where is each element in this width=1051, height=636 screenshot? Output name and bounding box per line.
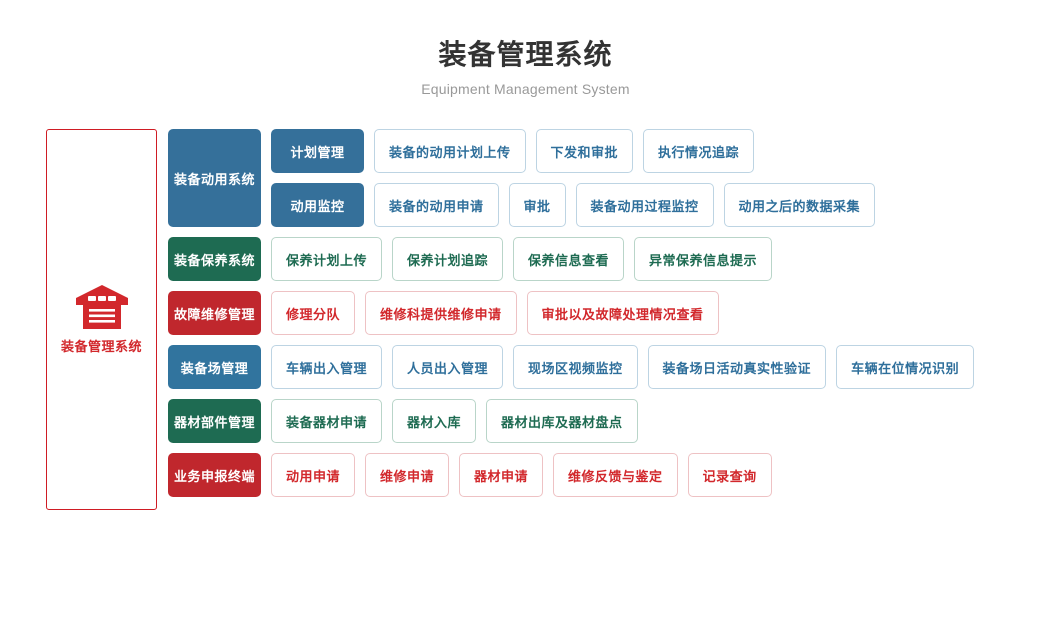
leaf-node[interactable]: 维修申请 bbox=[365, 453, 450, 497]
leaf-node[interactable]: 异常保养信息提示 bbox=[634, 237, 773, 281]
sub-row: 计划管理装备的动用计划上传下发和审批执行情况追踪 bbox=[271, 129, 974, 173]
sub-row: 车辆出入管理人员出入管理现场区视频监控装备场日活动真实性验证车辆在位情况识别 bbox=[271, 345, 975, 389]
leaf-node[interactable]: 保养计划追踪 bbox=[392, 237, 504, 281]
group-row: 装备保养系统保养计划上传保养计划追踪保养信息查看异常保养信息提示 bbox=[168, 237, 974, 281]
leaf-node[interactable]: 装备场日活动真实性验证 bbox=[647, 345, 827, 389]
leaf-node[interactable]: 保养计划上传 bbox=[271, 237, 383, 281]
page-subtitle: Equipment Management System bbox=[421, 81, 630, 97]
sub-row: 装备器材申请器材入库器材出库及器材盘点 bbox=[271, 399, 974, 443]
group-body: 动用申请维修申请器材申请维修反馈与鉴定记录查询 bbox=[271, 453, 974, 497]
group-list: 装备动用系统计划管理装备的动用计划上传下发和审批执行情况追踪动用监控装备的动用申… bbox=[168, 129, 975, 497]
group-head-3[interactable]: 装备场管理 bbox=[168, 345, 261, 389]
leaf-node[interactable]: 审批 bbox=[508, 183, 566, 227]
leaf-node[interactable]: 维修反馈与鉴定 bbox=[553, 453, 678, 497]
leaf-node[interactable]: 装备的动用申请 bbox=[374, 183, 499, 227]
leaf-node[interactable]: 记录查询 bbox=[687, 453, 772, 497]
leaf-node[interactable]: 人员出入管理 bbox=[392, 345, 504, 389]
sub-row: 修理分队维修科提供维修申请审批以及故障处理情况查看 bbox=[271, 291, 974, 335]
group-body: 装备器材申请器材入库器材出库及器材盘点 bbox=[271, 399, 974, 443]
leaf-node[interactable]: 车辆出入管理 bbox=[271, 345, 383, 389]
leaf-node[interactable]: 保养信息查看 bbox=[513, 237, 625, 281]
group-body: 修理分队维修科提供维修申请审批以及故障处理情况查看 bbox=[271, 291, 974, 335]
group-row: 装备场管理车辆出入管理人员出入管理现场区视频监控装备场日活动真实性验证车辆在位情… bbox=[168, 345, 975, 389]
sub-row: 保养计划上传保养计划追踪保养信息查看异常保养信息提示 bbox=[271, 237, 974, 281]
page-header: 装备管理系统 Equipment Management System bbox=[0, 38, 1051, 98]
sub-row: 动用申请维修申请器材申请维修反馈与鉴定记录查询 bbox=[271, 453, 974, 497]
group-row: 装备动用系统计划管理装备的动用计划上传下发和审批执行情况追踪动用监控装备的动用申… bbox=[168, 129, 974, 227]
group-row: 业务申报终端动用申请维修申请器材申请维修反馈与鉴定记录查询 bbox=[168, 453, 974, 497]
leaf-node[interactable]: 现场区视频监控 bbox=[513, 345, 638, 389]
group-head-2[interactable]: 故障维修管理 bbox=[168, 291, 261, 335]
leaf-node[interactable]: 装备器材申请 bbox=[271, 399, 383, 443]
group-head-0[interactable]: 装备动用系统 bbox=[168, 129, 261, 227]
leaf-node[interactable]: 装备动用过程监控 bbox=[575, 183, 714, 227]
leaf-node[interactable]: 器材出库及器材盘点 bbox=[486, 399, 638, 443]
leaf-node[interactable]: 执行情况追踪 bbox=[643, 129, 755, 173]
sub-head-0-1[interactable]: 动用监控 bbox=[271, 183, 364, 227]
group-body: 保养计划上传保养计划追踪保养信息查看异常保养信息提示 bbox=[271, 237, 974, 281]
sub-row: 动用监控装备的动用申请审批装备动用过程监控动用之后的数据采集 bbox=[271, 183, 974, 227]
group-head-5[interactable]: 业务申报终端 bbox=[168, 453, 261, 497]
group-head-1[interactable]: 装备保养系统 bbox=[168, 237, 261, 281]
leaf-node[interactable]: 器材入库 bbox=[392, 399, 477, 443]
leaf-node[interactable]: 器材申请 bbox=[459, 453, 544, 497]
group-head-4[interactable]: 器材部件管理 bbox=[168, 399, 261, 443]
root-system-panel[interactable]: 装备管理系统 bbox=[46, 129, 157, 510]
leaf-node[interactable]: 修理分队 bbox=[271, 291, 356, 335]
leaf-node[interactable]: 审批以及故障处理情况查看 bbox=[526, 291, 719, 335]
group-body: 车辆出入管理人员出入管理现场区视频监控装备场日活动真实性验证车辆在位情况识别 bbox=[271, 345, 975, 389]
leaf-node[interactable]: 装备的动用计划上传 bbox=[374, 129, 526, 173]
group-body: 计划管理装备的动用计划上传下发和审批执行情况追踪动用监控装备的动用申请审批装备动… bbox=[271, 129, 974, 227]
warehouse-icon bbox=[75, 285, 128, 329]
leaf-node[interactable]: 维修科提供维修申请 bbox=[365, 291, 517, 335]
group-row: 器材部件管理装备器材申请器材入库器材出库及器材盘点 bbox=[168, 399, 974, 443]
sub-head-0-0[interactable]: 计划管理 bbox=[271, 129, 364, 173]
leaf-node[interactable]: 动用之后的数据采集 bbox=[723, 183, 876, 227]
group-row: 故障维修管理修理分队维修科提供维修申请审批以及故障处理情况查看 bbox=[168, 291, 974, 335]
page-title: 装备管理系统 bbox=[438, 39, 613, 70]
root-system-label: 装备管理系统 bbox=[60, 339, 142, 354]
leaf-node[interactable]: 动用申请 bbox=[271, 453, 356, 497]
leaf-node[interactable]: 车辆在位情况识别 bbox=[836, 345, 975, 389]
leaf-node[interactable]: 下发和审批 bbox=[535, 129, 634, 173]
system-architecture-diagram: 装备管理系统 装备动用系统计划管理装备的动用计划上传下发和审批执行情况追踪动用监… bbox=[46, 129, 975, 510]
